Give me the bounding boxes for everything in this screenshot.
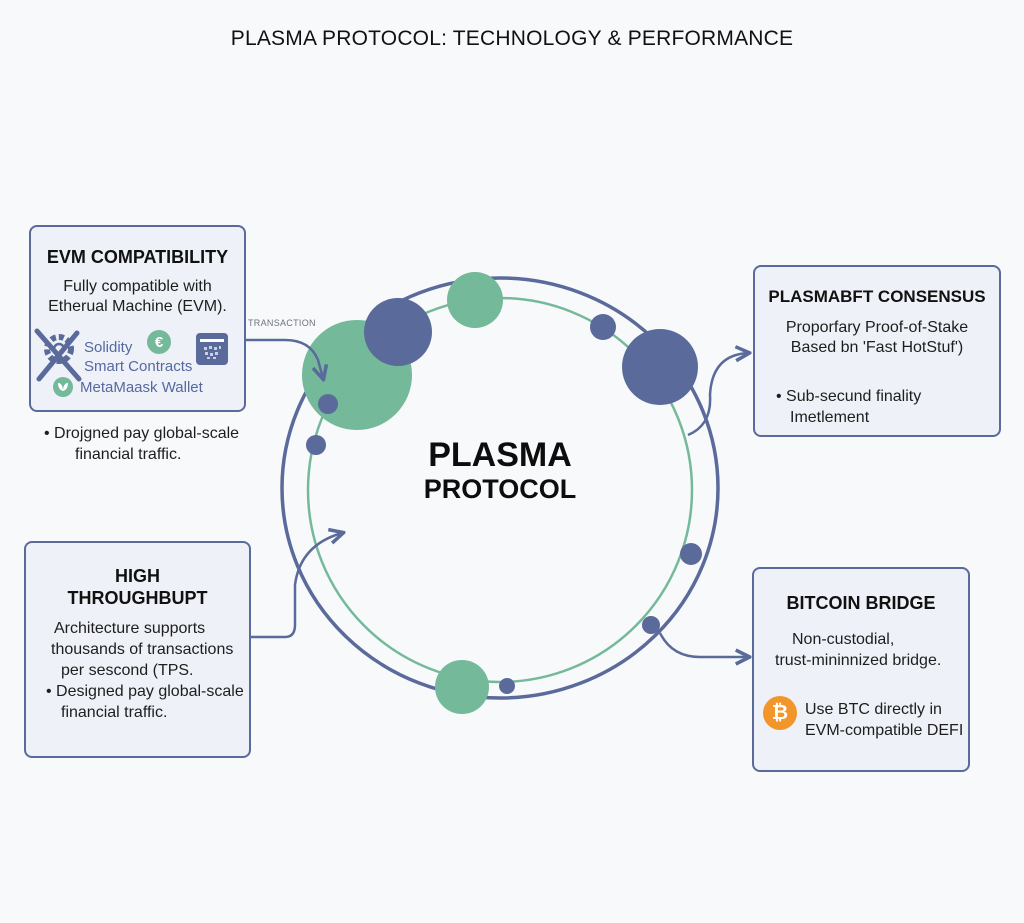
center-title: PLASMA PROTOCOL [380,436,620,504]
euro-coin-icon: € [147,330,171,354]
evm-desc-line1: Fully compatible with [63,278,212,295]
diagram-title: PLASMA PROTOCOL: TECHNOLOGY & PERFORMANC… [230,27,794,50]
throughput-desc-line2: thousands of transactions [51,641,234,658]
evm-title: EVM COMPATIBILITY [46,247,229,267]
bridge-desc-line2: trust-mininnized bridge. [775,652,942,669]
bridge-desc-line1: Non-custodial, [792,631,895,648]
tool-metamask-wallet: MetaMaask Wallet [80,379,203,396]
bitcoin-bridge-card: BITCOIN BRIDGE Non-custodial, trust-mini… [752,567,970,772]
throughput-bullet-line2: financial traffic. [61,704,168,721]
tool-solidity-line2: Smart Contracts [84,358,193,375]
evm-desc-line2: Etherual Machine (EVM). [48,298,227,315]
calendar-card-icon [196,333,228,365]
connector-bridge [658,632,748,657]
node-navy-small-left [306,435,326,455]
throughput-title-line1: HIGH [115,566,160,586]
evm-bullet-line2: financial traffic. [75,446,182,463]
consensus-bullet-line1: • Sub-secund finality [776,386,921,407]
outer-ring [280,276,720,700]
node-navy-small-top [590,314,616,340]
node-navy-large-right [622,329,698,405]
bridge-feature-line1: Use BTC directly in [805,701,942,718]
evm-compatibility-card: EVM COMPATIBILITY Fully compatible with … [29,225,246,412]
crossed-gear-icon [33,327,83,385]
throughput-desc-line3: per sescond (TPS. [61,662,194,679]
bullet-dot: • [776,388,787,405]
connector-evm [246,338,323,378]
bullet-dot: • [46,683,57,700]
bullet-dot: • [44,425,55,442]
node-green-top [447,272,503,328]
throughput-bullet-line1: • Designed pay global-scale [46,681,244,702]
center-title-line1: PLASMA [428,436,572,474]
node-navy-tiny-bottom [499,678,515,694]
consensus-bullet-line2: Imetlement [790,409,870,426]
high-throughput-card: HIGH THROUGHBUPT Architecture supports t… [24,541,251,758]
throughput-bullet-text: Designed pay global-scale [56,683,244,700]
node-navy-tiny-right [642,616,660,634]
tool-solidity-line1: Solidity [84,339,133,356]
consensus-desc-line1: Proporfary Proof-of-Stake [785,319,969,336]
bridge-feature-line2: EVM-compatible DEFI [805,722,964,739]
node-green-bottom [435,660,489,714]
leaf-badge-icon [53,377,73,397]
bridge-title: BITCOIN BRIDGE [786,593,936,613]
throughput-desc-line1: Architecture supports [54,620,206,637]
node-navy-large-top [364,298,432,366]
evm-bullet-text: Drojgned pay global-scale [54,425,240,442]
connector-consensus [687,353,748,437]
throughput-title: HIGH THROUGHBUPT [26,565,249,609]
consensus-desc-line2: Based bn 'Fast HotStuf') [790,339,964,356]
plasmabft-consensus-card: PLASMABFT CONSENSUS Proporfary Proof-of-… [753,265,1001,437]
consensus-title: PLASMABFT CONSENSUS [768,287,986,306]
node-navy-small-inner [318,394,338,414]
throughput-title-line2: THROUGHBUPT [67,588,208,608]
connector-throughput [251,533,342,639]
consensus-bullet-text: Sub-secund finality [786,388,922,405]
node-navy-small-right [680,543,702,565]
transaction-label: TRANSACTION [248,318,316,328]
evm-bullet-line1: • Drojgned pay global-scale [44,423,239,444]
center-title-line2: PROTOCOL [423,474,577,504]
bitcoin-icon: ₿ [763,696,797,730]
